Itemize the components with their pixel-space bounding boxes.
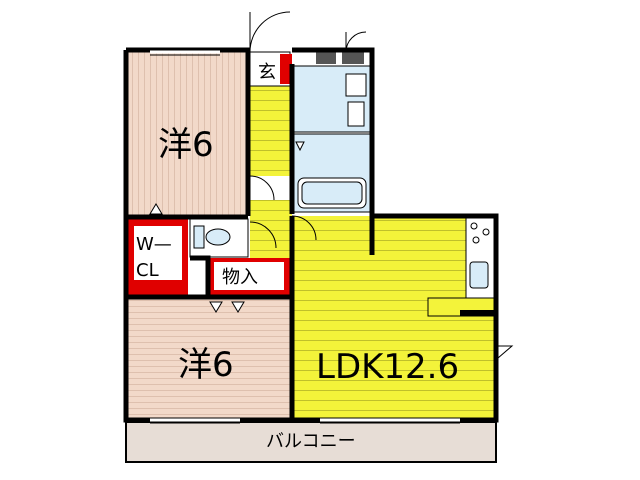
toilet-bowl xyxy=(205,228,231,246)
stove-burner-icon xyxy=(482,228,490,236)
sliding-door-markers xyxy=(149,141,305,313)
balcony xyxy=(125,421,497,463)
western-room-upper-label: 洋6 xyxy=(158,125,214,165)
bathtub-inner xyxy=(301,181,363,205)
ldk-room xyxy=(292,216,496,418)
hallway-lower xyxy=(250,200,292,260)
western-room-lower-label: 洋6 xyxy=(178,345,234,385)
walk-in-closet-inner xyxy=(134,226,182,280)
storage-inner xyxy=(214,262,284,290)
western-room-lower xyxy=(126,298,290,418)
wash-basin xyxy=(345,73,367,97)
storage-label: 物入 xyxy=(222,267,258,288)
balcony-label: バルコニー xyxy=(266,431,356,452)
pipe-shaft-1 xyxy=(316,52,336,64)
hall-door-swing xyxy=(291,215,317,241)
stove-burner-icon xyxy=(472,236,480,244)
stove-burner-icon xyxy=(470,222,478,230)
toilet-door-swing xyxy=(249,221,277,249)
ldk-label: LDK12.6 xyxy=(316,347,459,387)
toilet-tank xyxy=(193,225,205,249)
windows xyxy=(150,49,460,424)
front-door-swing xyxy=(249,11,291,53)
toilet-upper-tank xyxy=(347,101,365,127)
doors xyxy=(249,11,514,359)
pipe-shaft-2 xyxy=(342,52,364,64)
walls xyxy=(123,47,499,423)
walk-in-closet-label-top: W— xyxy=(136,234,172,255)
walk-in-closet-label-bottom: CL xyxy=(136,260,159,281)
room-door-swing xyxy=(249,175,275,201)
entrance-label: 玄 xyxy=(258,62,276,83)
kitchen-sink xyxy=(469,261,489,289)
western-room-upper xyxy=(126,52,248,217)
entrance-shoe-box xyxy=(280,54,292,84)
balcony-door-swing xyxy=(497,345,514,359)
hallway xyxy=(250,86,292,176)
kitchen-peninsula-edge xyxy=(460,310,494,316)
